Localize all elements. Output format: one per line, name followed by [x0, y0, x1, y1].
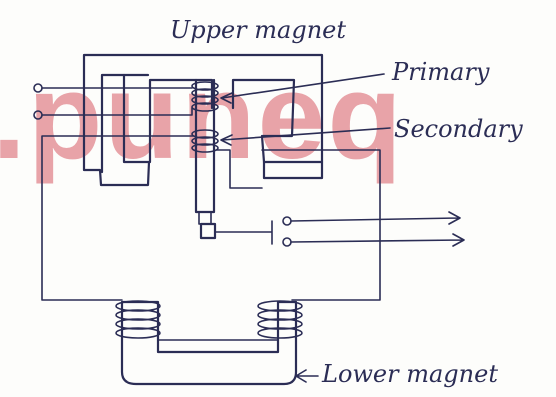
- output-terminal-1: [282, 216, 292, 226]
- lower-magnet-label: Lower magnet: [321, 360, 498, 388]
- secondary-pointer: [221, 127, 391, 141]
- secondary-coil: [191, 129, 219, 153]
- secondary-lead-left: [41, 135, 194, 301]
- secondary-lead-right: [216, 149, 381, 301]
- input-terminals: [33, 83, 193, 120]
- watermark: .puneq: [0, 48, 404, 184]
- lower-right-coil: [257, 300, 303, 339]
- lower-left-coil: [115, 300, 161, 339]
- switch-assembly: [198, 211, 465, 247]
- lower-magnet-pointer: [295, 369, 319, 383]
- primary-label: Primary: [391, 58, 490, 86]
- primary-coil: [191, 81, 219, 112]
- upper-magnet-right-leg: [262, 160, 324, 180]
- output-terminal-2: [282, 237, 292, 247]
- upper-magnet-label: Upper magnet: [170, 16, 346, 44]
- output-arrow-1: [290, 211, 461, 225]
- secondary-pointer-head: [220, 134, 233, 146]
- rotating-disc: [199, 222, 217, 240]
- primary-pointer: [221, 73, 385, 99]
- primary-pointer-head: [220, 92, 233, 104]
- upper-magnet-inner-left: [100, 73, 126, 174]
- secondary-label: Secondary: [394, 115, 523, 143]
- output-arrow-2: [290, 233, 465, 247]
- lower-magnet-core: [120, 300, 298, 386]
